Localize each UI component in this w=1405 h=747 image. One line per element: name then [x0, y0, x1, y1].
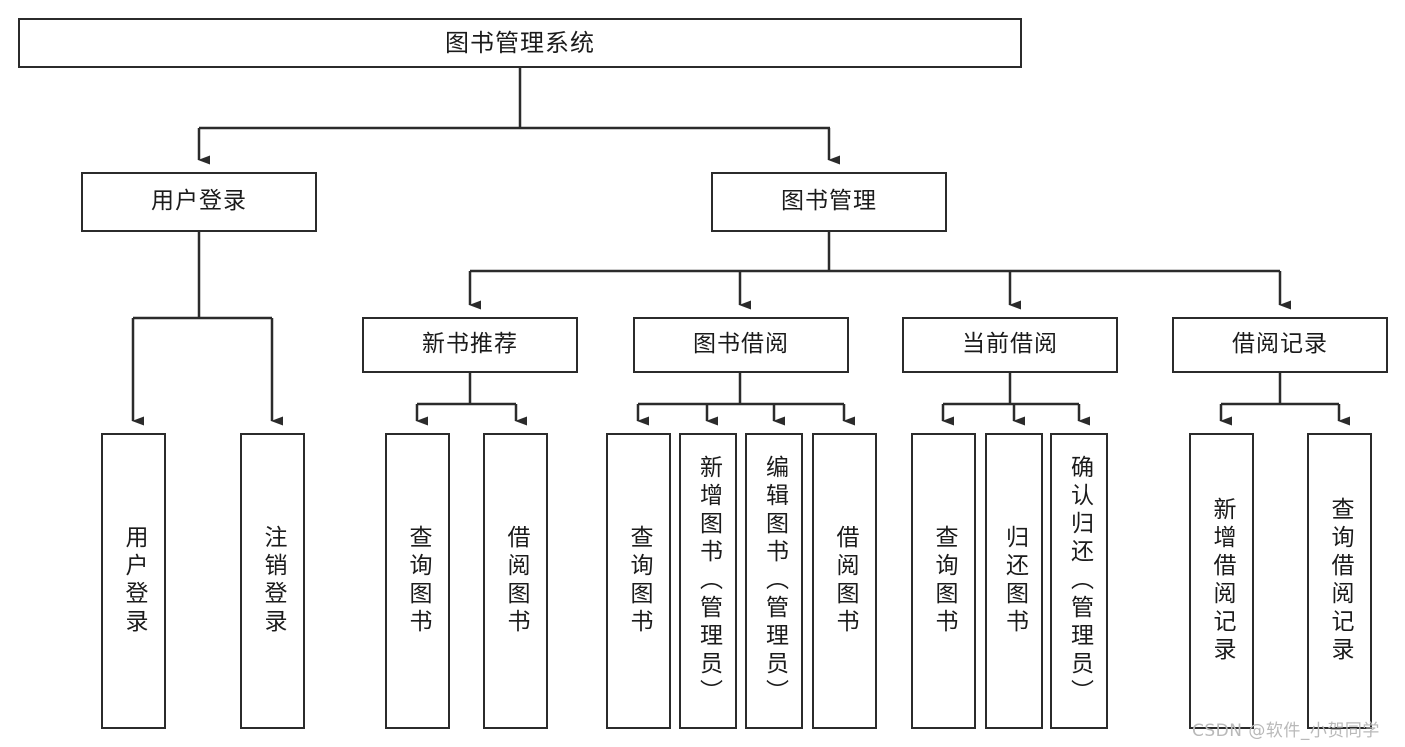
node-root[interactable]: 图书管理系统	[18, 18, 1022, 68]
node-leaf-user-logout[interactable]: 注销登录	[240, 433, 305, 729]
node-root-label: 图书管理系统	[445, 28, 595, 57]
node-leaf-borrow-book-2-label: 借阅图书	[832, 525, 858, 637]
node-leaf-add-book[interactable]: 新增图书（管理员）	[679, 433, 737, 729]
node-leaf-return-book-label: 归还图书	[1001, 525, 1028, 637]
node-leaf-user-login-label: 用户登录	[121, 525, 147, 637]
node-leaf-query-book-3-label: 查询图书	[931, 525, 957, 637]
node-leaf-query-book-1-label: 查询图书	[405, 525, 431, 637]
node-leaf-confirm-return-label: 确认归还（管理员）	[1066, 455, 1093, 707]
node-book-borrow[interactable]: 图书借阅	[633, 317, 849, 373]
node-leaf-query-book-1[interactable]: 查询图书	[385, 433, 450, 729]
node-current-borrow[interactable]: 当前借阅	[902, 317, 1118, 373]
node-leaf-edit-book-label: 编辑图书（管理员）	[761, 455, 788, 707]
node-leaf-borrow-book-1-label: 借阅图书	[503, 525, 529, 637]
node-user-login-label: 用户登录	[151, 188, 247, 215]
node-leaf-add-record[interactable]: 新增借阅记录	[1189, 433, 1254, 729]
node-leaf-query-record-label: 查询借阅记录	[1327, 497, 1353, 665]
node-book-manage[interactable]: 图书管理	[711, 172, 947, 232]
node-user-login[interactable]: 用户登录	[81, 172, 317, 232]
node-new-book-rec-label: 新书推荐	[422, 331, 518, 358]
node-leaf-edit-book[interactable]: 编辑图书（管理员）	[745, 433, 803, 729]
node-leaf-query-record[interactable]: 查询借阅记录	[1307, 433, 1372, 729]
node-book-manage-label: 图书管理	[781, 188, 877, 215]
node-leaf-borrow-book-2[interactable]: 借阅图书	[812, 433, 877, 729]
node-leaf-confirm-return[interactable]: 确认归还（管理员）	[1050, 433, 1108, 729]
node-leaf-query-book-3[interactable]: 查询图书	[911, 433, 976, 729]
node-leaf-borrow-book-1[interactable]: 借阅图书	[483, 433, 548, 729]
node-leaf-add-record-label: 新增借阅记录	[1209, 497, 1235, 665]
node-leaf-return-book[interactable]: 归还图书	[985, 433, 1043, 729]
csdn-watermark: CSDN @软件_小贺同学	[1192, 721, 1380, 741]
node-leaf-user-logout-label: 注销登录	[260, 525, 286, 637]
node-borrow-record-label: 借阅记录	[1232, 331, 1328, 358]
node-leaf-add-book-label: 新增图书（管理员）	[695, 455, 722, 707]
node-new-book-rec[interactable]: 新书推荐	[362, 317, 578, 373]
node-current-borrow-label: 当前借阅	[962, 331, 1058, 358]
node-leaf-user-login[interactable]: 用户登录	[101, 433, 166, 729]
node-leaf-query-book-2[interactable]: 查询图书	[606, 433, 671, 729]
node-borrow-record[interactable]: 借阅记录	[1172, 317, 1388, 373]
node-leaf-query-book-2-label: 查询图书	[626, 525, 652, 637]
node-book-borrow-label: 图书借阅	[693, 331, 789, 358]
